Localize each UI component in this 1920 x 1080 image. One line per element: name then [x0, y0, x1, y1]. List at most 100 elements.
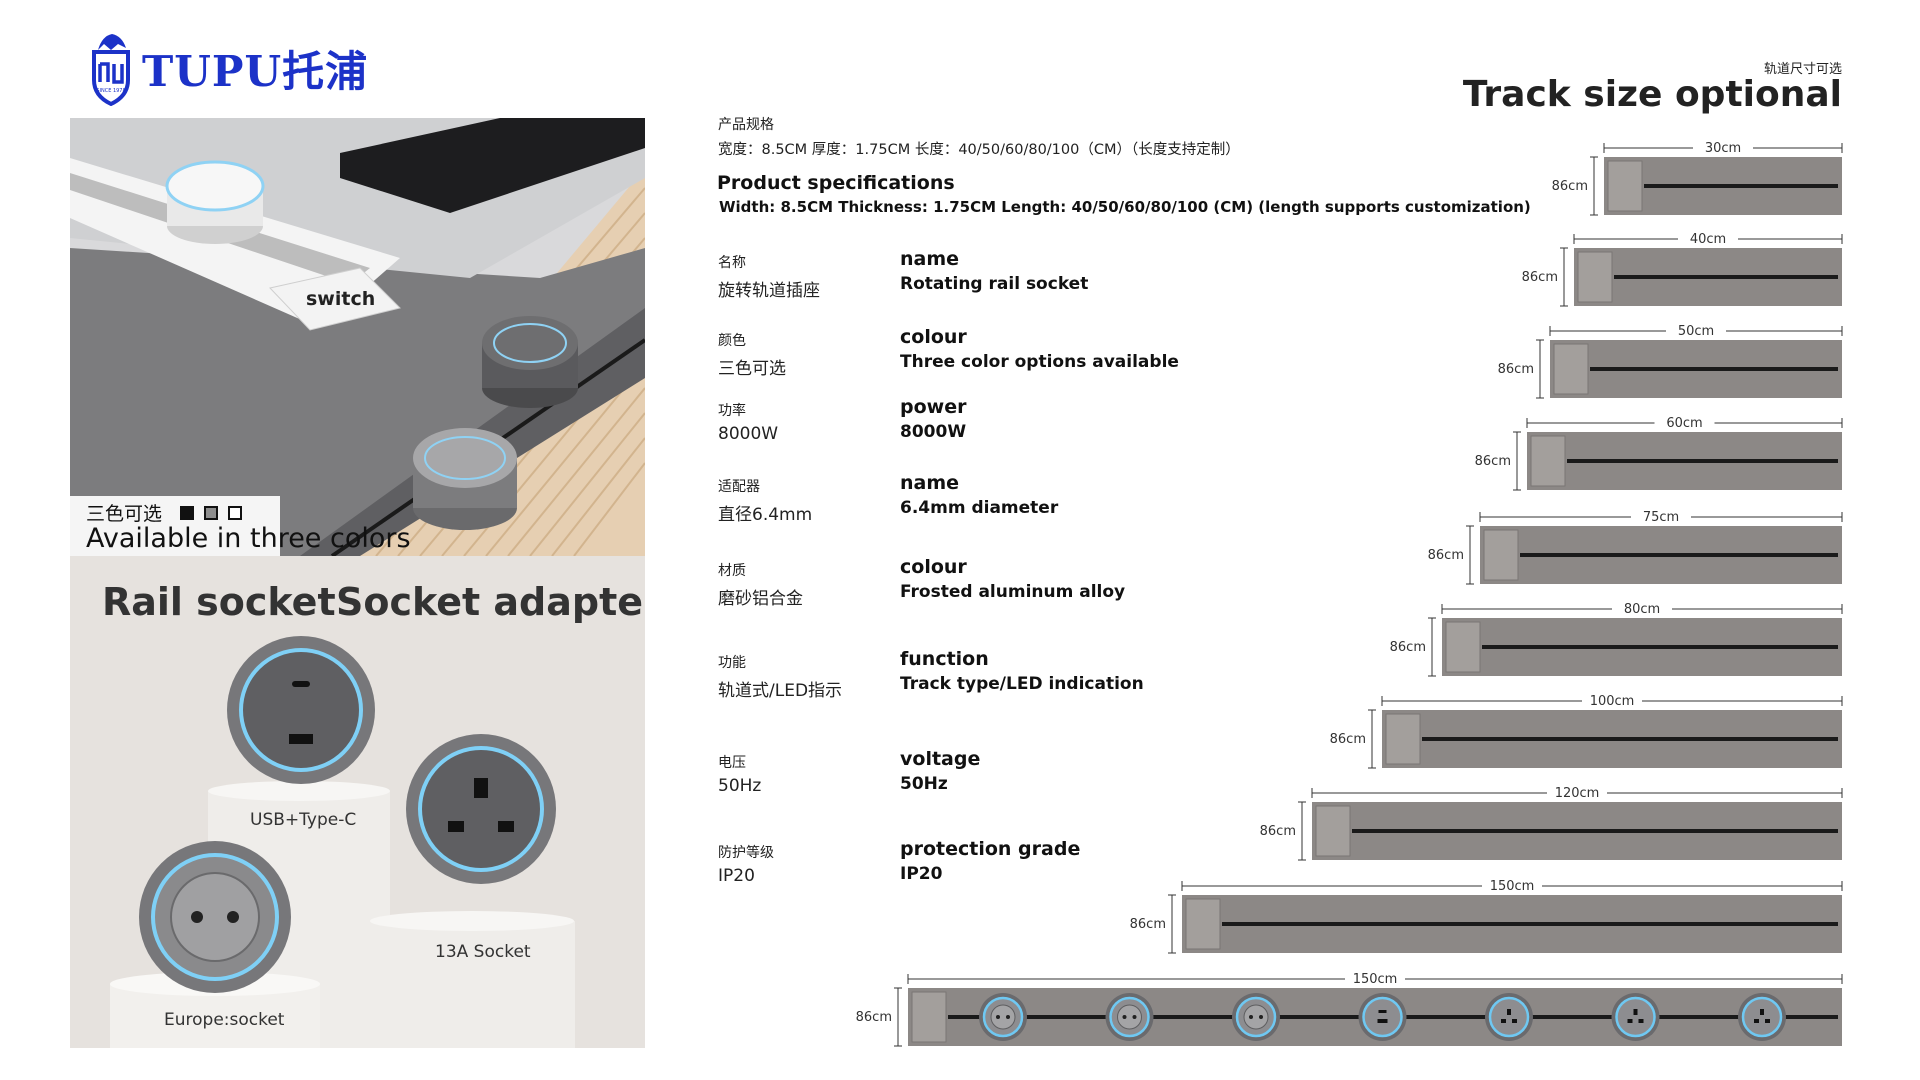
eu-socket-face — [1117, 1004, 1142, 1030]
socket-led-ring — [1488, 996, 1530, 1038]
swatch-gray — [204, 506, 218, 520]
track-title-en: Track size optional — [1462, 74, 1842, 115]
eu-socket-pin — [1259, 1015, 1263, 1019]
track-height-label: 86cm — [1522, 270, 1558, 285]
swatch-white — [228, 506, 242, 520]
spec-en-key: colour — [900, 556, 967, 578]
uk-socket-pin — [1507, 1009, 1511, 1015]
spec-cn-value: 轨道式/LED指示 — [718, 681, 843, 701]
socket-led-ring — [1741, 996, 1783, 1038]
eu-socket-pin — [1132, 1015, 1137, 1019]
crest-icon: SINCE 1978 — [92, 34, 130, 106]
track-length-label: 40cm — [1690, 232, 1726, 247]
spec-cn-value: IP20 — [718, 866, 755, 886]
spec-line-cn: 宽度：8.5CM 厚度：1.75CM 长度：40/50/60/80/100（CM… — [718, 142, 1240, 158]
track-end-cap — [1385, 713, 1421, 765]
rail-socket-title: Rail socket — [102, 580, 336, 624]
socket-adapter-title: Socket adapter — [336, 580, 645, 624]
spec-en-value: 8000W — [900, 422, 967, 442]
spec-cn-value: 直径6.4mm — [718, 505, 813, 525]
socket-led-ring — [1615, 996, 1656, 1038]
eu-socket-label: Europe:socket — [164, 1010, 285, 1030]
track-height-label: 86cm — [1552, 179, 1588, 194]
track-length-label: 30cm — [1705, 141, 1741, 156]
rail-socket-photo: switch 三色可选 Available in three colors — [70, 118, 645, 556]
spec-cn-key: 名称 — [718, 255, 746, 271]
brand-logo: SINCE 1978 TUPU托浦 — [88, 30, 368, 106]
spec-en-value: 6.4mm diameter — [900, 498, 1059, 518]
track-end-cap — [1553, 343, 1589, 395]
brand-name: TUPU托浦 — [142, 46, 369, 96]
track-end-cap — [1577, 251, 1613, 303]
track-length-label: 50cm — [1678, 324, 1714, 339]
spec-en-key: voltage — [900, 748, 981, 770]
eu-socket-pin — [1122, 1015, 1127, 1019]
spec-en-key: protection grade — [900, 838, 1081, 860]
spec-row-adapter: 适配器 直径6.4mm name 6.4mm diameter — [718, 472, 1418, 526]
spec-row-function: 功能 轨道式/LED指示 function Track type/LED ind… — [718, 648, 1418, 702]
track-height-label: 86cm — [1390, 640, 1426, 655]
track-length-label: 150cm — [1490, 879, 1535, 894]
spec-en-value: 50Hz — [900, 774, 948, 794]
track-height-label: 86cm — [1498, 362, 1534, 377]
spec-cn-key: 材质 — [718, 563, 746, 579]
spec-cn-value: 50Hz — [718, 776, 762, 796]
track-length-label: 100cm — [1590, 694, 1635, 709]
track-length-label: 60cm — [1666, 416, 1702, 431]
eu-socket-pin — [1249, 1015, 1253, 1019]
track-height-label: 86cm — [1130, 917, 1166, 932]
track-height-label: 86cm — [1330, 732, 1366, 747]
track-length-label: 120cm — [1555, 786, 1600, 801]
spec-row-protection: 防护等级 IP20 protection grade IP20 — [718, 838, 1418, 892]
socket-adapter-photo: Rail socket Socket adapter USB+Type-C 13… — [70, 556, 645, 1048]
spec-cn-key: 适配器 — [718, 479, 760, 495]
usb-c-port — [1378, 1010, 1387, 1013]
spec-en-value: Rotating rail socket — [900, 274, 1089, 294]
socket-led-ring — [1362, 996, 1403, 1038]
swatch-black — [180, 506, 194, 520]
usb-a-port — [1377, 1019, 1388, 1023]
colors-caption-cn: 三色可选 — [86, 503, 163, 525]
uk-socket-pin — [1765, 1019, 1770, 1023]
spec-row-name: 名称 旋转轨道插座 name Rotating rail socket — [718, 248, 1418, 302]
spec-en-key: function — [900, 648, 989, 670]
track-height-label: 86cm — [1428, 548, 1464, 563]
spec-cn-key: 功率 — [718, 403, 746, 419]
eu-socket-pin — [1006, 1015, 1010, 1019]
spec-en-key: power — [900, 396, 967, 418]
spec-title-cn: 产品规格 — [718, 117, 774, 133]
spec-cn-value: 8000W — [718, 424, 779, 444]
eu-socket-face — [990, 1004, 1016, 1030]
switch-label: switch — [306, 288, 376, 310]
spec-cn-key: 颜色 — [718, 333, 746, 349]
track-height-label: 86cm — [1475, 454, 1511, 469]
eu-socket-face — [1243, 1004, 1269, 1030]
spec-row-colour: 颜色 三色可选 colour Three color options avail… — [718, 326, 1418, 380]
uk-socket-pin — [1638, 1019, 1644, 1023]
spec-en-key: colour — [900, 326, 967, 348]
uk-socket-pin — [1627, 1019, 1633, 1023]
track-end-cap — [1445, 621, 1481, 673]
track-length-label: 150cm — [1353, 972, 1398, 987]
track-end-cap — [1530, 435, 1566, 487]
spec-cn-value: 三色可选 — [718, 359, 786, 379]
spec-cn-key: 功能 — [718, 655, 746, 671]
spec-cn-key: 电压 — [718, 755, 746, 771]
rail-socket-illustration — [70, 118, 645, 556]
colors-caption-box — [70, 496, 280, 556]
uk-socket-pin — [1760, 1009, 1764, 1015]
spec-en-value: Track type/LED indication — [900, 674, 1144, 694]
spec-line-en: Width: 8.5CM Thickness: 1.75CM Length: 4… — [719, 198, 1531, 216]
track-height-label: 86cm — [1260, 824, 1296, 839]
spec-cn-value: 旋转轨道插座 — [718, 281, 820, 301]
socket-adapter-illustration — [70, 556, 645, 1048]
usb-typec-label: USB+Type-C — [250, 810, 357, 830]
track-end-cap — [1483, 529, 1519, 581]
eu-socket-pin — [996, 1015, 1000, 1019]
track-length-label: 80cm — [1624, 602, 1660, 617]
spec-en-value: Frosted aluminum alloy — [900, 582, 1126, 602]
track-height-label: 86cm — [856, 1010, 892, 1025]
track-title-cn: 轨道尺寸可选 — [1763, 62, 1842, 77]
spec-en-key: name — [900, 248, 960, 270]
